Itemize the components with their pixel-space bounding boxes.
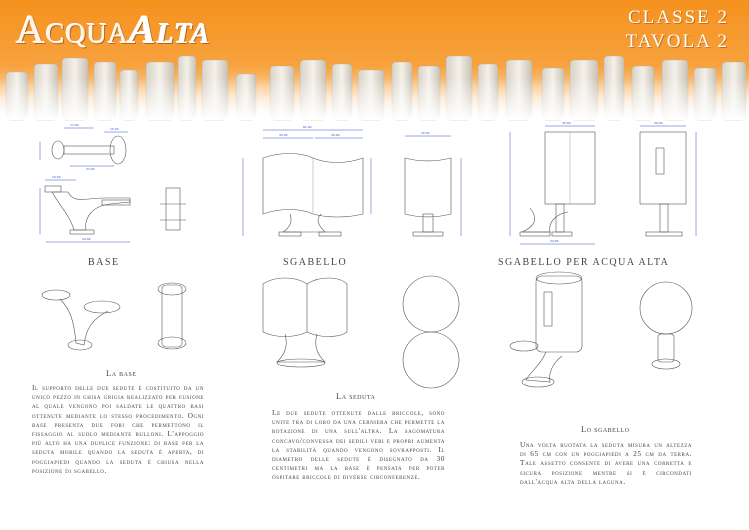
caption-lo-sgabello: Lo sgabello — [581, 424, 630, 434]
logo-part1: Acqua — [16, 7, 130, 52]
paragraph-sgabello: Una volta ruotata la seduta misura un al… — [520, 440, 692, 486]
svg-text:30.00: 30.00 — [279, 133, 288, 137]
logo: AcquaAlta — [16, 6, 211, 53]
caption-la-base: La base — [106, 368, 137, 378]
base-3d-render — [41, 282, 187, 351]
paragraph-base: Il supporto delle due sedute è costituit… — [32, 383, 204, 475]
tavola-label: TAVOLA 2 — [625, 31, 729, 52]
svg-text:44.90: 44.90 — [82, 237, 91, 241]
label-sgabello-acqua-alta: SGABELLO PER ACQUA ALTA — [498, 257, 670, 268]
sheet-id: CLASSE 2 TAVOLA 2 — [626, 6, 729, 54]
sgabello-3d-render — [262, 275, 460, 389]
svg-text:17.90: 17.90 — [70, 123, 79, 127]
sgabello-acqua-alta-technical-drawing: 30.00 44.90 30.00 — [509, 121, 697, 245]
paragraph-seduta: Le due sedute ottenute dalle briccole, s… — [272, 408, 446, 482]
svg-text:61.00: 61.00 — [303, 125, 312, 129]
svg-text:15.20: 15.20 — [110, 127, 119, 131]
svg-text:30.00: 30.00 — [331, 133, 340, 137]
base-technical-drawing: 17.90 15.20 27.90 16.50 44.90 — [39, 123, 186, 243]
svg-text:30.00: 30.00 — [654, 121, 663, 125]
svg-text:16.50: 16.50 — [52, 175, 61, 179]
svg-text:44.90: 44.90 — [550, 239, 559, 243]
caption-la-seduta: La seduta — [336, 391, 376, 401]
svg-text:30.00: 30.00 — [421, 131, 430, 135]
logo-part2: Alta — [129, 7, 211, 52]
sgabello-technical-drawing: 61.00 30.00 30.00 30.00 — [242, 125, 462, 237]
svg-text:30.00: 30.00 — [562, 121, 571, 125]
label-base: BASE — [88, 257, 120, 268]
header-banner — [0, 0, 749, 121]
svg-text:27.90: 27.90 — [86, 167, 95, 171]
label-sgabello: SGABELLO — [283, 257, 348, 268]
classe-label: CLASSE 2 — [628, 7, 729, 28]
sgabello-acqua-alta-3d-render — [509, 271, 693, 388]
